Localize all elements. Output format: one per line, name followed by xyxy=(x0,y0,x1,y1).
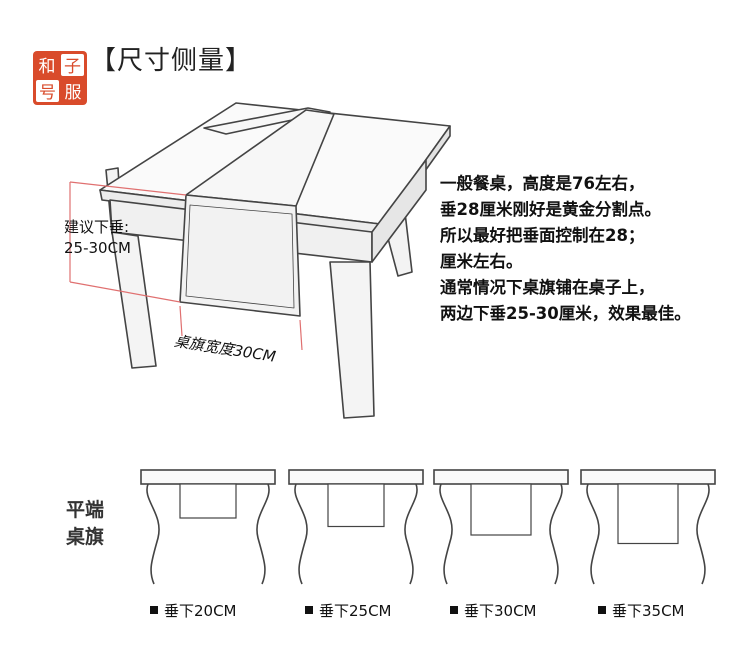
drop-caption-text: 垂下30CM xyxy=(464,602,537,620)
runner-drop-rect xyxy=(179,483,237,519)
mini-table-drop-20 xyxy=(140,469,276,585)
drop-caption-text: 垂下20CM xyxy=(164,602,237,620)
drop-caption-35: 垂下35CM xyxy=(598,600,685,621)
runner-drop-rect xyxy=(470,483,532,536)
bullet-square-icon xyxy=(150,606,158,614)
bullet-square-icon xyxy=(450,606,458,614)
drop-caption-30: 垂下30CM xyxy=(450,600,537,621)
drop-caption-text: 垂下25CM xyxy=(319,602,392,620)
mini-table-drop-25 xyxy=(288,469,424,585)
page-title: 【尺寸侧量】 xyxy=(90,46,253,76)
mini-table-drop-35 xyxy=(580,469,716,585)
drop-caption-20: 垂下20CM xyxy=(150,600,237,621)
description-line: 通常情况下桌旗铺在桌子上， xyxy=(440,278,655,297)
brand-seal-logo: 和 子 号 服 xyxy=(33,51,87,105)
drop-caption-text: 垂下35CM xyxy=(612,602,685,620)
hang-label-line: 建议下垂: xyxy=(64,218,130,236)
description-line: 垂28厘米刚好是黄金分割点。 xyxy=(440,200,661,219)
hang-label-line: 25-30CM xyxy=(64,239,132,257)
bullet-square-icon xyxy=(305,606,313,614)
drop-caption-25: 垂下25CM xyxy=(305,600,392,621)
flat-label-line: 平端 xyxy=(66,499,105,521)
description-line: 两边下垂25-30厘米，效果最佳。 xyxy=(440,304,691,323)
logo-char: 号 xyxy=(39,83,56,103)
runner-drop-rect xyxy=(617,483,679,545)
bullet-square-icon xyxy=(598,606,606,614)
flat-runner-label: 平端 桌旗 xyxy=(66,497,104,551)
logo-char: 和 xyxy=(39,57,56,77)
logo-char: 服 xyxy=(65,83,82,103)
description-line: 所以最好把垂面控制在28； xyxy=(440,226,645,245)
flat-label-line: 桌旗 xyxy=(66,526,105,548)
hang-length-label: 建议下垂: 25-30CM xyxy=(64,217,131,259)
runner-drop-rect xyxy=(327,483,385,528)
description-text: 一般餐桌，高度是76左右， 垂28厘米刚好是黄金分割点。 所以最好把垂面控制在2… xyxy=(440,171,691,327)
description-line: 厘米左右。 xyxy=(440,252,523,271)
description-line: 一般餐桌，高度是76左右， xyxy=(440,174,645,193)
logo-char: 子 xyxy=(64,57,81,77)
mini-table-drop-30 xyxy=(433,469,569,585)
table-runner-diagram xyxy=(69,102,451,419)
